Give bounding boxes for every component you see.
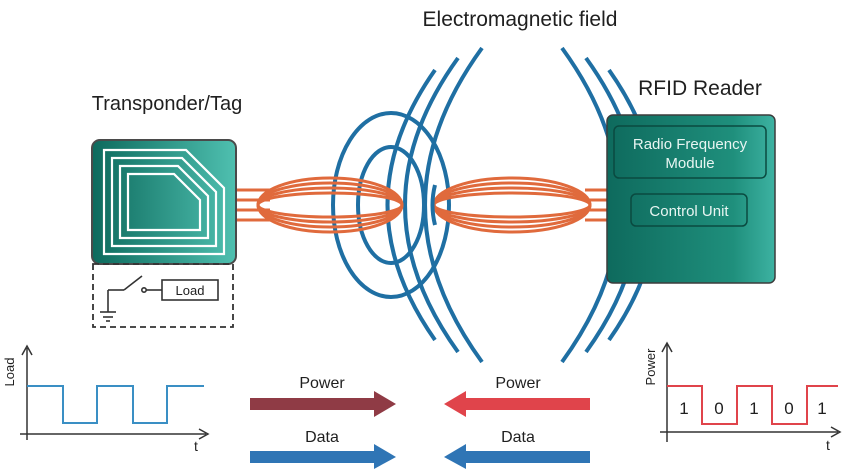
power-arrow-to-tag: Power xyxy=(444,375,590,417)
left-plot-xlabel: t xyxy=(194,438,198,454)
rf-module-box xyxy=(613,125,767,179)
power-right-label: Power xyxy=(495,375,541,392)
rf-module-line1: Radio Frequency xyxy=(633,136,748,153)
bit-label: 1 xyxy=(817,399,826,418)
bit-label: 1 xyxy=(749,399,758,418)
tag-heading: Transponder/Tag xyxy=(92,93,242,115)
data-arrow-to-reader: Data xyxy=(250,429,396,469)
bit-label: 1 xyxy=(679,399,688,418)
rf-module-line2: Module xyxy=(665,155,714,172)
control-unit-box xyxy=(630,193,748,227)
bit-label: 0 xyxy=(784,399,793,418)
data-right-label: Data xyxy=(501,429,535,446)
data-left-label: Data xyxy=(305,429,339,446)
power-arrow-to-reader: Power xyxy=(250,375,396,417)
left-plot-ylabel: Load xyxy=(2,358,17,387)
bit-label: 0 xyxy=(714,399,723,418)
reader-heading: RFID Reader xyxy=(638,77,762,100)
diagram-title: Electromagnetic field xyxy=(423,8,618,31)
control-unit-label: Control Unit xyxy=(649,203,729,220)
power-left-label: Power xyxy=(299,375,345,392)
left-load-plot: Load t xyxy=(2,344,210,454)
tag-chip xyxy=(91,139,237,265)
right-power-plot: Power t 1 0 1 0 1 xyxy=(643,341,842,453)
reader-coil xyxy=(432,176,608,234)
right-plot-xlabel: t xyxy=(826,437,830,453)
data-arrow-to-tag: Data xyxy=(444,429,590,469)
load-circuit: Load xyxy=(92,263,234,328)
load-label: Load xyxy=(176,283,205,298)
right-plot-ylabel: Power xyxy=(643,348,658,386)
reader-box: Radio Frequency Module Control Unit xyxy=(606,114,776,284)
tag-coil xyxy=(232,176,404,234)
